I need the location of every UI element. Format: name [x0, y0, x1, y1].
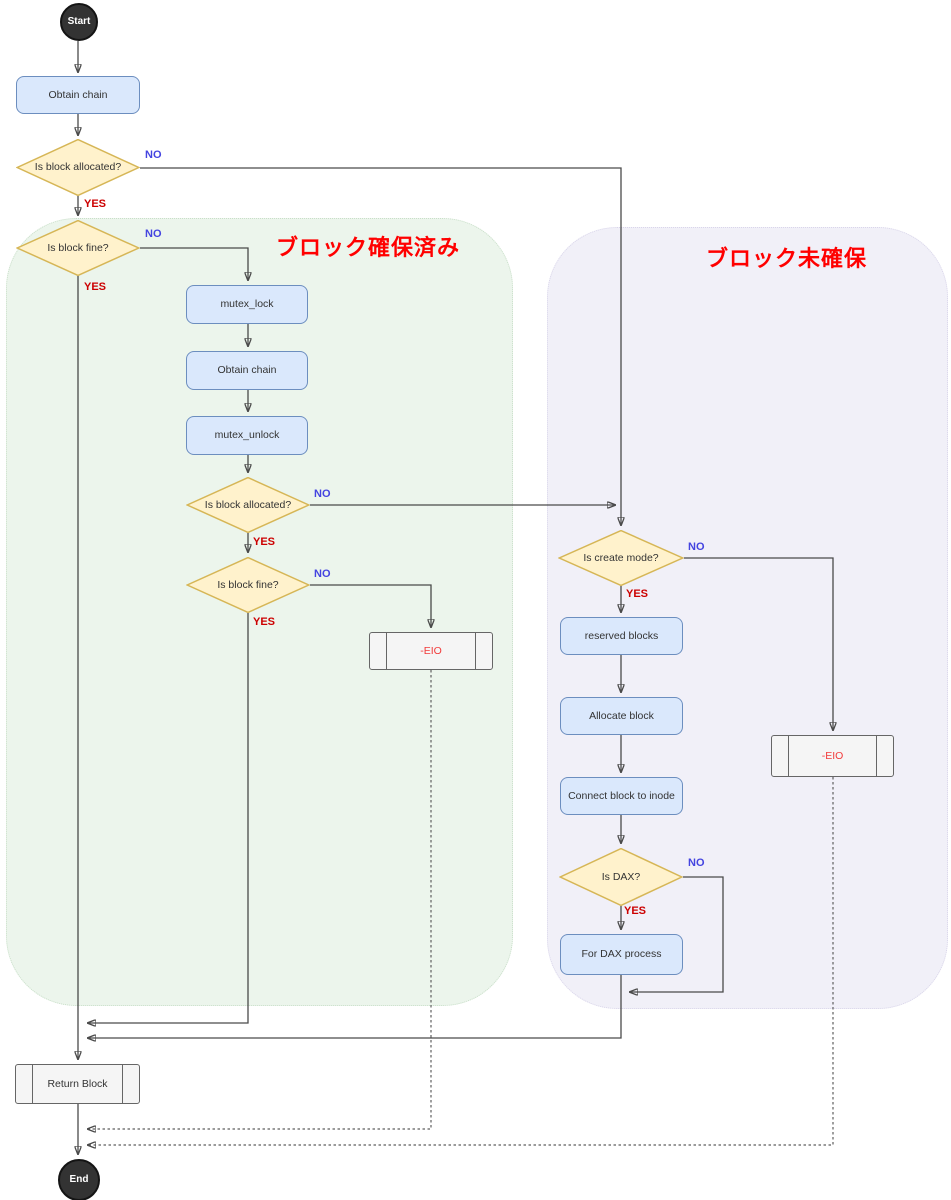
- diamond-shape: [16, 139, 140, 196]
- decision-is-block-allocated-1: Is block allocated?: [16, 139, 140, 196]
- decision-is-block-fine-1-label: Is block fine?: [47, 241, 109, 254]
- region-title-block-allocated: ブロック確保済み: [276, 235, 461, 260]
- process-allocate-block-label: Allocate block: [589, 709, 654, 722]
- process-mutex-unlock: mutex_unlock: [186, 416, 308, 455]
- edge-label-no-fine2: NO: [314, 568, 331, 580]
- diamond-shape: [186, 557, 310, 613]
- edge-label-no-create-mode: NO: [688, 541, 705, 553]
- start-node: Start: [60, 3, 98, 41]
- process-mutex-lock: mutex_lock: [186, 285, 308, 324]
- edge-label-yes-allocated1: YES: [84, 198, 107, 210]
- process-mutex-unlock-label: mutex_unlock: [214, 429, 280, 442]
- process-obtain-chain-2: Obtain chain: [186, 351, 308, 390]
- edge-label-yes-create-mode: YES: [626, 588, 649, 600]
- start-node-label: Start: [67, 16, 91, 28]
- terminal-eio-left-label: -EIO: [420, 644, 442, 657]
- decision-is-block-allocated-2: Is block allocated?: [186, 477, 310, 533]
- end-node: End: [58, 1159, 100, 1200]
- decision-is-create-mode: Is create mode?: [558, 530, 684, 586]
- region-block-allocated: [6, 218, 513, 1006]
- terminal-bar: [475, 633, 477, 669]
- terminal-eio-left: -EIO: [369, 632, 493, 670]
- terminal-bar: [876, 736, 878, 776]
- process-reserved-blocks: reserved blocks: [560, 617, 683, 655]
- terminal-bar: [122, 1065, 124, 1103]
- end-node-label: End: [69, 1174, 89, 1186]
- process-obtain-chain-1-label: Obtain chain: [48, 88, 108, 101]
- terminal-eio-right-label: -EIO: [821, 749, 844, 762]
- decision-is-create-mode-label: Is create mode?: [583, 551, 659, 564]
- edge-label-yes-allocated2: YES: [253, 536, 276, 548]
- edge-fine2-no-to-eio-left: [310, 584, 431, 627]
- edge-fine1-no-to-mutex-lock: [140, 247, 248, 280]
- edge-create-mode-no-to-eio-right: [684, 557, 833, 730]
- process-mutex-lock-label: mutex_lock: [220, 298, 274, 311]
- edge-fine2-yes-merge: [88, 613, 249, 1023]
- region-title-block-unallocated: ブロック未確保: [706, 246, 868, 271]
- terminal-return-block-label: Return Block: [47, 1077, 108, 1090]
- edge-label-yes-fine2: YES: [253, 616, 276, 628]
- decision-is-block-fine-2-label: Is block fine?: [217, 578, 279, 591]
- decision-is-block-allocated-2-label: Is block allocated?: [204, 498, 292, 511]
- edge-for-dax-merge: [88, 975, 622, 1038]
- edge-label-no-is-dax: NO: [688, 857, 705, 869]
- process-for-dax-label: For DAX process: [581, 948, 662, 961]
- decision-is-block-fine-1: Is block fine?: [16, 220, 140, 276]
- edge-label-no-allocated2: NO: [314, 488, 331, 500]
- edge-label-no-fine1: NO: [145, 228, 162, 240]
- process-reserved-blocks-label: reserved blocks: [584, 629, 659, 642]
- decision-is-dax-label: Is DAX?: [601, 870, 641, 883]
- process-allocate-block: Allocate block: [560, 697, 683, 735]
- diamond-shape: [558, 530, 684, 586]
- terminal-return-block: Return Block: [15, 1064, 140, 1104]
- edge-eio-left-dashed-merge: [88, 670, 432, 1129]
- edge-is-dax-no-merge: [630, 876, 724, 992]
- terminal-bar: [385, 633, 387, 669]
- process-connect-block-to-inode: Connect block to inode: [560, 777, 683, 815]
- terminal-bar: [787, 736, 789, 776]
- decision-is-block-allocated-1-label: Is block allocated?: [34, 161, 122, 174]
- diamond-shape: [186, 477, 310, 533]
- diamond-shape: [559, 848, 683, 906]
- process-connect-block-to-inode-label: Connect block to inode: [568, 789, 675, 802]
- edge-label-yes-is-dax: YES: [624, 905, 647, 917]
- terminal-bar: [31, 1065, 33, 1103]
- edge-allocated1-no-to-create-mode: [140, 167, 621, 525]
- terminal-eio-right: -EIO: [771, 735, 894, 777]
- process-obtain-chain-2-label: Obtain chain: [217, 364, 277, 377]
- diamond-shape: [16, 220, 140, 276]
- edge-label-yes-fine1: YES: [84, 281, 107, 293]
- decision-is-block-fine-2: Is block fine?: [186, 557, 310, 613]
- process-for-dax: For DAX process: [560, 934, 683, 975]
- edge-label-no-allocated1: NO: [145, 149, 162, 161]
- process-obtain-chain-1: Obtain chain: [16, 76, 140, 114]
- edge-eio-right-dashed-merge: [88, 777, 834, 1145]
- decision-is-dax: Is DAX?: [559, 848, 683, 906]
